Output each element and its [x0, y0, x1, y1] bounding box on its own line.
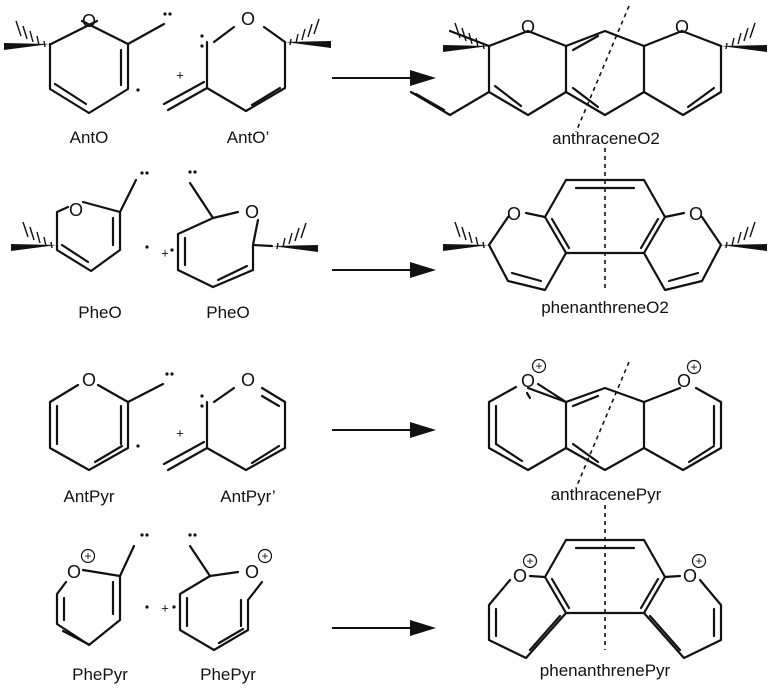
label-phepyr-left: PhePyr [72, 665, 128, 684]
oxygen-atom: O [521, 17, 535, 37]
svg-text:+: + [261, 549, 268, 563]
label-antpyr-prime: AntPyr’ [220, 487, 275, 506]
row-2: O PheO + O PheO [10, 148, 768, 322]
molecule-antpyr-prime: O AntPyr’ [162, 370, 287, 506]
oxygen-atom: O [241, 370, 255, 390]
reaction-arrow [332, 422, 436, 438]
oxygen-atom: O [521, 371, 535, 391]
svg-text:+: + [690, 360, 697, 374]
plus-sign: + [176, 426, 184, 441]
oxygen-atom: O [245, 562, 259, 582]
row-4: O + PhePyr + O + PhePyr [55, 505, 723, 684]
molecule-antpyr: O AntPyr [48, 370, 174, 506]
oxygen-atom: O [513, 566, 527, 586]
svg-text:+: + [526, 554, 533, 568]
molecule-phepyr-right: O + PhePyr [172, 533, 273, 684]
label-phenanthrenepyr: phenanthrenePyr [540, 661, 671, 680]
svg-text:+: + [535, 359, 542, 373]
oxygen-atom: O [507, 204, 521, 224]
oxygen-atom: O [69, 200, 83, 220]
molecule-anto-prime: O AntO’ [162, 9, 332, 147]
oxygen-atom: O [675, 17, 689, 37]
positive-charge: + [522, 553, 538, 569]
positive-charge: + [531, 358, 547, 374]
label-anthraceneo2: anthraceneO2 [552, 129, 660, 148]
positive-charge: + [80, 548, 96, 564]
oxygen-atom: O [677, 371, 691, 391]
positive-charge: + [691, 553, 707, 569]
oxygen-atom: O [245, 202, 259, 222]
plus-sign: + [176, 68, 184, 83]
svg-text:+: + [84, 549, 91, 563]
molecule-anthraceneo2: O O anthraceneO2 [409, 5, 768, 148]
label-antpyr: AntPyr [63, 487, 114, 506]
molecule-anthracenepyr: O O + + anthracenePyr [487, 358, 723, 504]
oxygen-atom: O [67, 562, 81, 582]
oxygen-atom: O [241, 9, 255, 29]
row-3: O AntPyr + O AntPyr’ [48, 358, 723, 506]
plus-sign: + [161, 601, 169, 616]
oxygen-atom: O [82, 370, 96, 390]
label-anthracenepyr: anthracenePyr [551, 485, 662, 504]
label-anto-prime: AntO’ [227, 128, 270, 147]
oxygen-atom: O [82, 11, 96, 31]
reaction-arrow [332, 70, 436, 86]
label-pheo-right: PheO [206, 303, 249, 322]
molecule-phenanthrenepyr: O O + + phenanthrenePyr [487, 505, 723, 680]
row-1: O AntO + O AntO’ [3, 5, 768, 148]
molecule-pheo-right: O PheO [170, 170, 319, 322]
positive-charge: + [257, 548, 273, 564]
label-phepyr-right: PhePyr [200, 665, 256, 684]
label-anto: AntO [70, 128, 109, 147]
label-pheo-left: PheO [78, 303, 121, 322]
molecule-phenanthreneo2: O O phenanthreneO2 [442, 148, 768, 317]
molecule-pheo-left: O PheO [10, 171, 149, 322]
oxygen-atom: O [689, 204, 703, 224]
reaction-arrow [332, 620, 436, 636]
cleavage-line [575, 361, 630, 489]
label-phenanthreneo2: phenanthreneO2 [541, 298, 669, 317]
cleavage-line [575, 5, 630, 133]
svg-text:+: + [695, 554, 702, 568]
oxygen-atom: O [683, 566, 697, 586]
molecule-anto: O AntO [3, 11, 172, 147]
positive-charge: + [686, 359, 702, 375]
molecule-phepyr-left: O + PhePyr [55, 533, 149, 684]
reaction-arrow [332, 262, 436, 278]
plus-sign: + [161, 246, 169, 261]
